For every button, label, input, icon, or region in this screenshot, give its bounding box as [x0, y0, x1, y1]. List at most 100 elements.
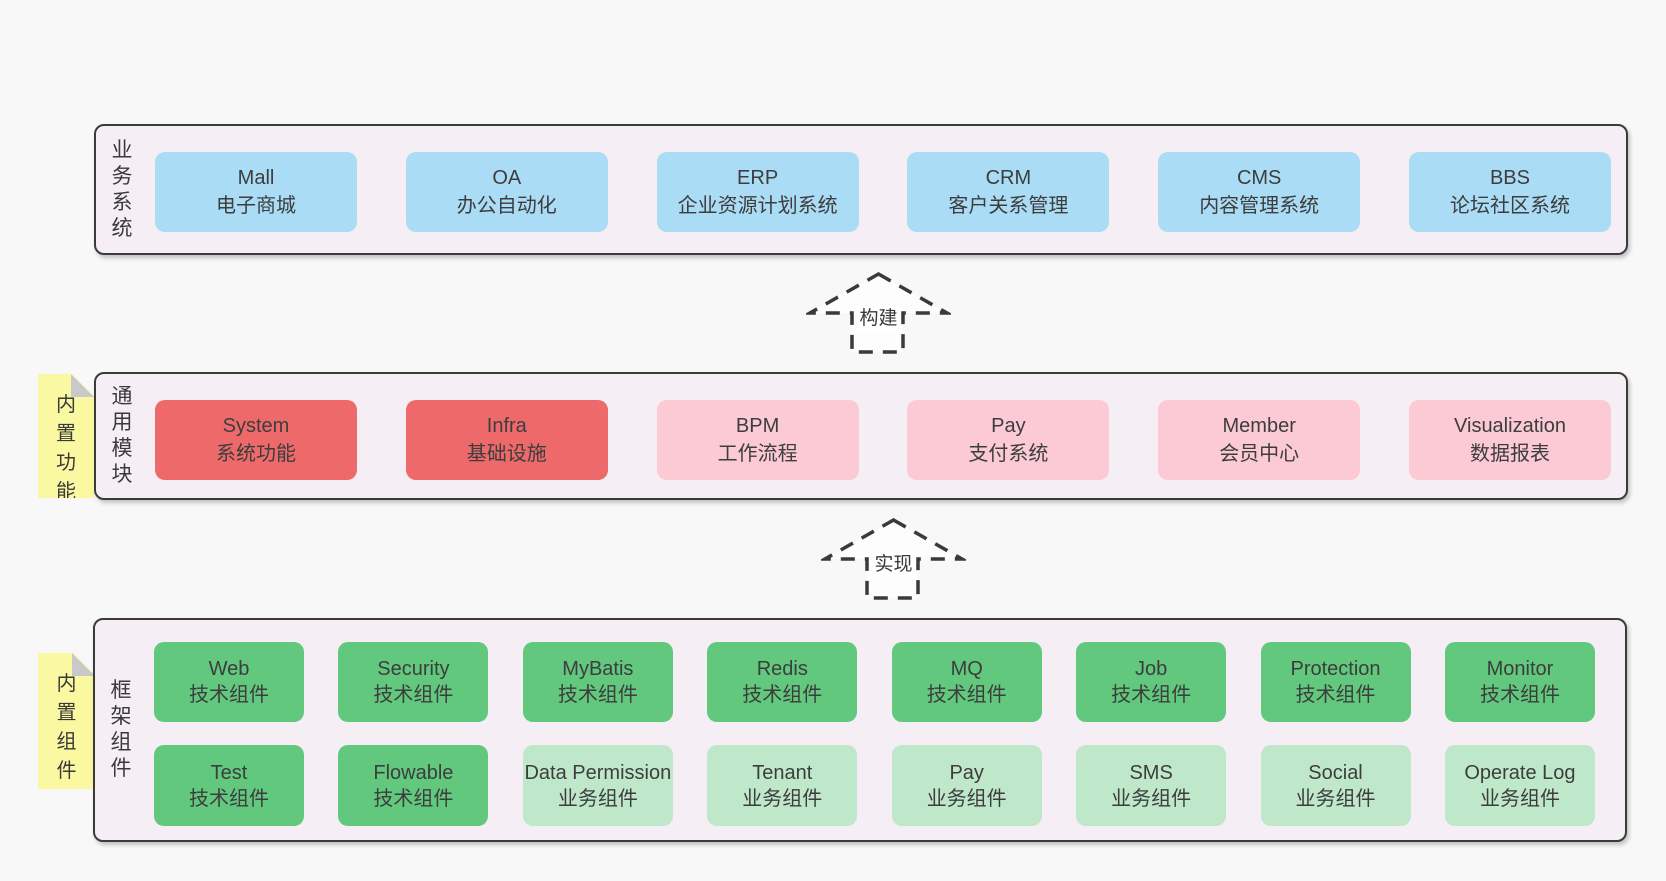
sticky-built-in-features: 内置功能: [38, 374, 94, 498]
module-name: System: [222, 415, 290, 437]
band-framework-components: 框架组件 Web 技术组件 Security 技术组件 MyBatis 技术组件…: [93, 618, 1627, 842]
component-name: Data Permission: [524, 761, 672, 784]
sticky-label: 内置功能: [56, 394, 76, 503]
module-erp: ERP 企业资源计划系统: [656, 152, 859, 232]
component-name: MyBatis: [562, 658, 634, 680]
module-crm: CRM 客户关系管理: [907, 152, 1110, 232]
module-desc: 论坛社区系统: [1449, 195, 1570, 217]
module-name: CRM: [985, 167, 1032, 189]
component-name: SMS: [1129, 761, 1173, 784]
module-oa: OA 办公自动化: [405, 152, 608, 232]
component-desc: 技术组件: [926, 684, 1007, 706]
component-name: Redis: [756, 658, 808, 680]
component-desc: 技术组件: [373, 684, 454, 706]
sticky-built-in-components: 内置组件: [38, 653, 95, 789]
business-systems-row: Mall 电子商城 OA 办公自动化 ERP 企业资源计划系统 CRM 客户关系…: [155, 152, 1611, 232]
module-visualization: Visualization 数据报表: [1408, 400, 1611, 480]
arrow-implement-label: 实现: [871, 553, 916, 577]
band-label-business-systems: 业务系统: [111, 138, 133, 240]
module-name: BPM: [735, 415, 780, 437]
component-desc: 业务组件: [1111, 787, 1192, 810]
component-flowable: Flowable 技术组件: [338, 745, 489, 826]
framework-components-row-2: Test 技术组件 Flowable 技术组件 Data Permission …: [154, 745, 1595, 826]
module-cms: CMS 内容管理系统: [1158, 152, 1361, 232]
component-name: Job: [1134, 658, 1168, 680]
arrow-build: 构建: [806, 270, 951, 358]
band-common-modules: 通用模块 System 系统功能 Infra 基础设施 BPM 工作流程 Pay…: [94, 372, 1628, 500]
component-name: Web: [208, 658, 250, 680]
component-redis: Redis 技术组件: [707, 642, 858, 722]
module-name: OA: [492, 167, 522, 189]
module-name: BBS: [1489, 167, 1530, 189]
component-desc: 技术组件: [373, 787, 454, 810]
module-desc: 数据报表: [1469, 443, 1550, 465]
component-operate-log: Operate Log 业务组件: [1444, 745, 1595, 826]
module-desc: 基础设施: [466, 443, 547, 465]
component-desc: 技术组件: [1295, 684, 1376, 706]
module-member: Member 会员中心: [1158, 400, 1361, 480]
component-desc: 技术组件: [742, 684, 823, 706]
component-tenant: Tenant 业务组件: [707, 745, 858, 826]
module-name: Mall: [237, 167, 275, 189]
component-desc: 业务组件: [1479, 787, 1560, 810]
component-desc: 技术组件: [557, 684, 638, 706]
component-name: Monitor: [1486, 658, 1554, 680]
component-web: Web 技术组件: [154, 642, 304, 722]
module-desc: 会员中心: [1219, 443, 1300, 465]
component-name: Test: [210, 761, 248, 784]
module-mall: Mall 电子商城: [155, 152, 357, 232]
component-desc: 技术组件: [1111, 684, 1192, 706]
module-desc: 电子商城: [216, 195, 296, 217]
band-business-systems: 业务系统 Mall 电子商城 OA 办公自动化 ERP 企业资源计划系统 CRM…: [94, 124, 1628, 255]
component-security: Security 技术组件: [338, 642, 489, 722]
component-name: Protection: [1290, 658, 1381, 680]
component-pay: Pay 业务组件: [891, 745, 1042, 826]
component-social: Social 业务组件: [1260, 745, 1411, 826]
module-desc: 支付系统: [968, 443, 1049, 465]
component-name: Operate Log: [1464, 761, 1576, 784]
component-name: Social: [1308, 761, 1363, 784]
component-mq: MQ 技术组件: [891, 642, 1042, 722]
module-desc: 企业资源计划系统: [677, 195, 838, 217]
module-bbs: BBS 论坛社区系统: [1408, 152, 1611, 232]
component-sms: SMS 业务组件: [1076, 745, 1227, 826]
module-desc: 客户关系管理: [948, 195, 1069, 217]
component-desc: 技术组件: [189, 787, 269, 810]
component-desc: 技术组件: [1479, 684, 1560, 706]
component-desc: 业务组件: [742, 787, 823, 810]
component-monitor: Monitor 技术组件: [1444, 642, 1595, 722]
component-test: Test 技术组件: [154, 745, 304, 826]
module-name: Member: [1222, 415, 1296, 437]
module-pay: Pay 支付系统: [907, 400, 1110, 480]
component-name: Tenant: [752, 761, 813, 784]
component-desc: 技术组件: [189, 684, 269, 706]
component-data-permission: Data Permission 业务组件: [522, 745, 673, 826]
module-desc: 办公自动化: [456, 195, 557, 217]
component-name: MQ: [950, 658, 983, 680]
common-modules-row: System 系统功能 Infra 基础设施 BPM 工作流程 Pay 支付系统…: [155, 400, 1611, 480]
component-desc: 业务组件: [1295, 787, 1376, 810]
module-infra: Infra 基础设施: [405, 400, 608, 480]
module-name: ERP: [737, 167, 779, 189]
module-name: Pay: [991, 415, 1026, 437]
sticky-label: 内置组件: [56, 673, 77, 782]
component-name: Flowable: [373, 761, 454, 784]
component-desc: 业务组件: [557, 787, 638, 810]
module-system: System 系统功能: [155, 400, 357, 480]
module-desc: 工作流程: [717, 443, 798, 465]
component-desc: 业务组件: [926, 787, 1007, 810]
module-bpm: BPM 工作流程: [656, 400, 859, 480]
module-name: Infra: [486, 415, 527, 437]
module-name: CMS: [1236, 167, 1282, 189]
component-name: Pay: [949, 761, 984, 784]
component-job: Job 技术组件: [1076, 642, 1227, 722]
component-name: Security: [377, 658, 450, 680]
band-label-common-modules: 通用模块: [111, 385, 133, 486]
component-protection: Protection 技术组件: [1260, 642, 1411, 722]
band-label-framework-components: 框架组件: [110, 679, 132, 780]
arrow-implement: 实现: [821, 516, 966, 604]
arrow-build-label: 构建: [856, 307, 901, 331]
framework-components-row-1: Web 技术组件 Security 技术组件 MyBatis 技术组件 Redi…: [154, 642, 1595, 722]
module-desc: 系统功能: [216, 443, 296, 465]
